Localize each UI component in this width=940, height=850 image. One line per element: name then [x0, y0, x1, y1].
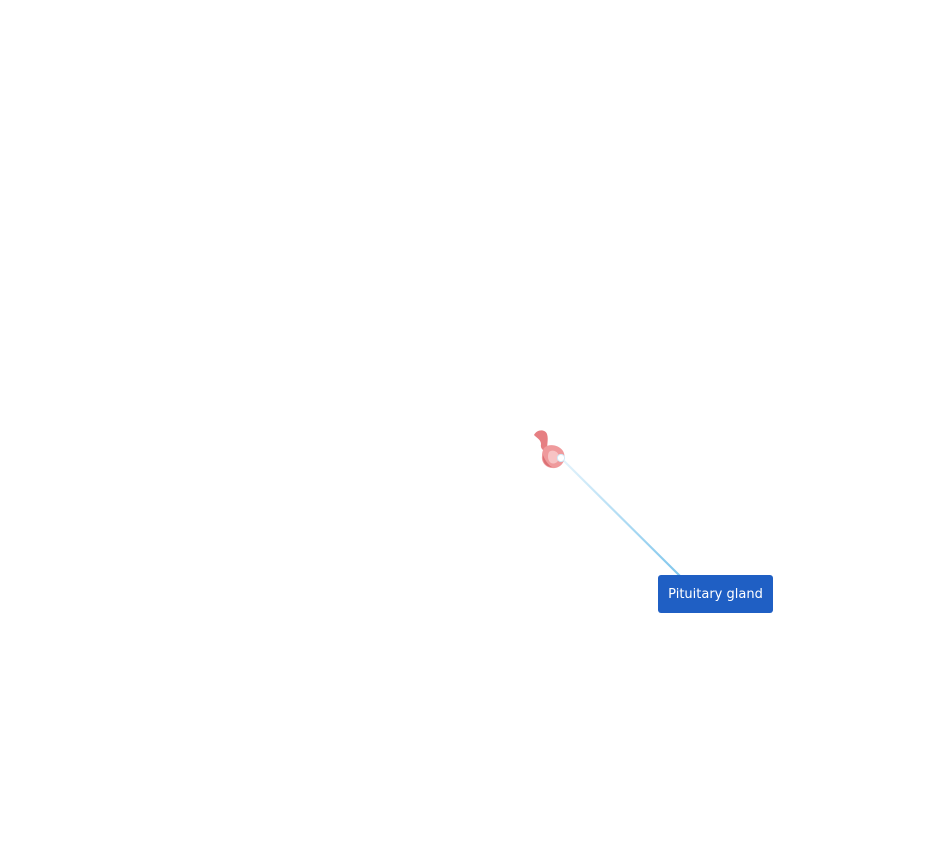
- label-text: Pituitary gland: [668, 586, 763, 602]
- anchor-dot: [556, 453, 566, 463]
- pituitary-gland-icon[interactable]: [534, 430, 565, 469]
- leader-line: [559, 456, 682, 578]
- pituitary-gland-label[interactable]: Pituitary gland: [658, 575, 773, 613]
